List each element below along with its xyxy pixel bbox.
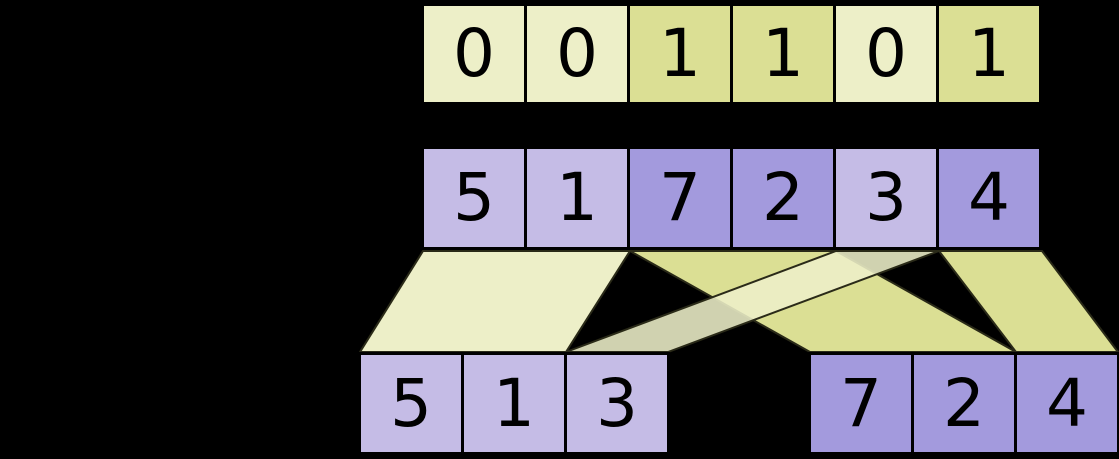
mask-cell-3: 1 xyxy=(627,3,733,105)
output-array-mask0: 5 1 3 xyxy=(358,352,670,455)
mask-cell-4: 1 xyxy=(730,3,836,105)
band-mask0-left xyxy=(358,250,632,353)
value-cell-2: 1 xyxy=(524,146,630,250)
band-mask1-right xyxy=(936,250,1119,353)
value-cell-5: 3 xyxy=(833,146,939,250)
value-cell-1: 5 xyxy=(421,146,527,250)
mask-cell-5: 0 xyxy=(833,3,939,105)
mask-cell-2: 0 xyxy=(524,3,630,105)
output-right-cell-3: 4 xyxy=(1014,352,1119,455)
output-right-cell-1: 7 xyxy=(808,352,914,455)
mask-cell-1: 0 xyxy=(421,3,527,105)
mask-row: 0 0 1 1 0 1 xyxy=(421,3,1042,105)
mask-cell-6: 1 xyxy=(936,3,1042,105)
output-array-mask1: 7 2 4 xyxy=(808,352,1119,455)
output-right-cell-2: 2 xyxy=(911,352,1017,455)
output-left-cell-2: 1 xyxy=(461,352,567,455)
value-cell-3: 7 xyxy=(627,146,733,250)
value-cell-6: 4 xyxy=(936,146,1042,250)
output-left-cell-1: 5 xyxy=(358,352,464,455)
band-mask1-cross xyxy=(626,250,1020,353)
value-cell-4: 2 xyxy=(730,146,836,250)
output-left-cell-3: 3 xyxy=(564,352,670,455)
band-mask0-cross xyxy=(565,250,940,353)
value-row: 5 1 7 2 3 4 xyxy=(421,146,1042,250)
